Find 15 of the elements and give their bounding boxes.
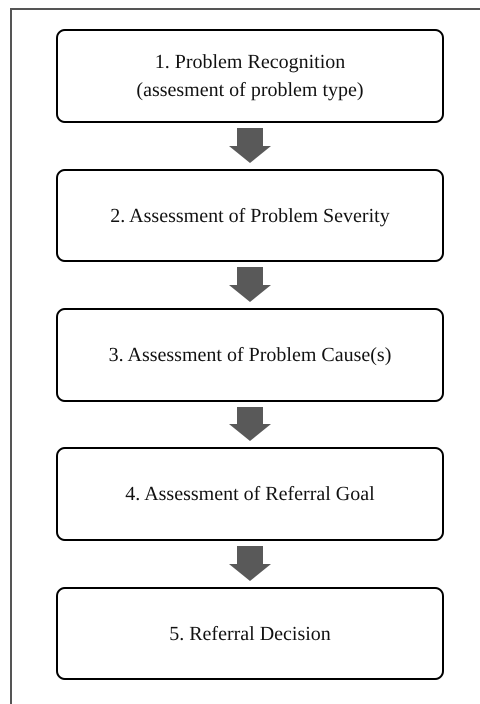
step-title: 1. Problem Recognition bbox=[154, 50, 346, 74]
block-arrow bbox=[229, 407, 271, 441]
block-arrow bbox=[229, 128, 271, 163]
step-title: 2. Assessment of Problem Severity bbox=[110, 204, 390, 228]
block-arrow bbox=[229, 267, 271, 302]
process-box bbox=[56, 29, 444, 123]
step-title: 5. Referral Decision bbox=[169, 622, 331, 646]
process-box bbox=[56, 169, 444, 262]
step-subtitle: (assesment of problem type) bbox=[136, 78, 364, 102]
block-arrow bbox=[229, 546, 271, 581]
step-title: 4. Assessment of Referral Goal bbox=[125, 482, 375, 506]
process-box bbox=[56, 308, 444, 402]
step-title: 3. Assessment of Problem Cause(s) bbox=[108, 343, 392, 367]
process-box bbox=[56, 587, 444, 680]
process-box bbox=[56, 447, 444, 541]
